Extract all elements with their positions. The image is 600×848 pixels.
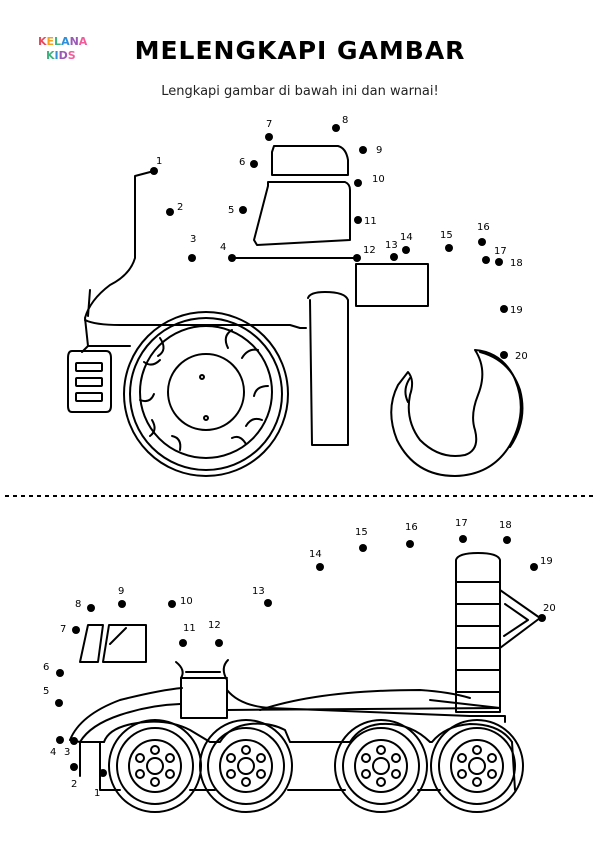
tractor-dot-14 (402, 246, 410, 254)
truck-num-9: 9 (118, 586, 124, 597)
tractor-num-1: 1 (156, 156, 162, 167)
tractor-num-9: 9 (376, 145, 382, 156)
truck-dot-4 (56, 736, 64, 744)
tractor-num-15: 15 (440, 230, 453, 241)
truck-dot-7 (72, 626, 80, 634)
tractor-drawing (67, 145, 524, 477)
tractor-num-2: 2 (177, 202, 183, 213)
truck-num-3: 3 (64, 747, 70, 758)
tractor-dot-6 (250, 160, 258, 168)
page-subtitle: Lengkapi gambar di bawah ini dan warnai! (161, 84, 439, 99)
kelana-kids-logo: KELANA KIDS (38, 35, 88, 68)
truck-dot-10 (168, 600, 176, 608)
tractor-dot-20 (500, 351, 508, 359)
truck-dot-12 (215, 639, 223, 647)
truck-dot-6 (56, 669, 64, 677)
truck-drawing (69, 552, 541, 813)
page-title: MELENGKAPI GAMBAR (134, 36, 466, 65)
tractor-num-6: 6 (239, 157, 245, 168)
tractor-num-12: 12 (363, 245, 376, 256)
truck-num-2: 2 (71, 779, 77, 790)
tractor-dot-13 (390, 253, 398, 261)
truck-num-19: 19 (540, 556, 553, 567)
truck-num-17: 17 (455, 518, 468, 529)
tractor-num-3: 3 (190, 234, 196, 245)
tractor-dot-9 (359, 146, 367, 154)
tractor-num-4: 4 (220, 242, 226, 253)
truck-num-16: 16 (405, 522, 418, 533)
tractor-num-19: 19 (510, 305, 523, 316)
tractor-num-14: 14 (400, 232, 413, 243)
tractor-num-20: 20 (515, 351, 528, 362)
tractor-num-8: 8 (342, 115, 348, 126)
truck-dot-13 (264, 599, 272, 607)
tractor-dot-16 (478, 238, 486, 246)
truck-num-8: 8 (75, 599, 81, 610)
truck-num-14: 14 (309, 549, 322, 560)
tractor-num-18: 18 (510, 258, 523, 269)
truck-dot-2 (70, 763, 78, 771)
tractor-dot-3 (188, 254, 196, 262)
truck-num-6: 6 (43, 662, 49, 673)
truck-num-5: 5 (43, 686, 49, 697)
tractor-num-5: 5 (228, 205, 234, 216)
truck-num-13: 13 (252, 586, 265, 597)
truck-numbers: 1 2 3 4 5 6 7 8 9 10 11 12 13 14 15 16 1… (43, 518, 556, 799)
truck-num-1: 1 (94, 788, 100, 799)
truck-dot-11 (179, 639, 187, 647)
truck-dot-18 (503, 536, 511, 544)
tractor-dot-8 (332, 124, 340, 132)
truck-dots (55, 535, 546, 777)
tractor-num-17: 17 (494, 246, 507, 257)
tractor-dot-18 (495, 258, 503, 266)
truck-dot-9 (118, 600, 126, 608)
truck-num-15: 15 (355, 527, 368, 538)
tractor-dots (150, 124, 508, 359)
truck-dot-8 (87, 604, 95, 612)
tractor-dot-15 (445, 244, 453, 252)
tractor-dot-17 (482, 256, 490, 264)
truck-dot-1 (99, 769, 107, 777)
truck-dot-15 (359, 544, 367, 552)
logo-line-2: KIDS (46, 49, 76, 62)
tractor-dot-1 (150, 167, 158, 175)
truck-num-20: 20 (543, 603, 556, 614)
truck-num-10: 10 (180, 596, 193, 607)
tractor-dot-11 (354, 216, 362, 224)
tractor-num-13: 13 (385, 240, 398, 251)
tractor-num-16: 16 (477, 222, 490, 233)
tractor-dot-10 (354, 179, 362, 187)
truck-dot-19 (530, 563, 538, 571)
truck-dot-3 (70, 737, 78, 745)
truck-dot-16 (406, 540, 414, 548)
truck-dot-5 (55, 699, 63, 707)
truck-num-7: 7 (60, 624, 66, 635)
truck-num-18: 18 (499, 520, 512, 531)
tractor-num-7: 7 (266, 119, 272, 130)
logo-line-1: KELANA (38, 35, 88, 48)
truck-num-4: 4 (50, 747, 56, 758)
tractor-dot-2 (166, 208, 174, 216)
tractor-dot-4 (228, 254, 236, 262)
truck-num-12: 12 (208, 620, 221, 631)
tractor-dot-5 (239, 206, 247, 214)
tractor-num-11: 11 (364, 216, 377, 227)
tractor-num-10: 10 (372, 174, 385, 185)
truck-dot-20 (538, 614, 546, 622)
tractor-dot-19 (500, 305, 508, 313)
tractor-dot-12 (353, 254, 361, 262)
truck-dot-14 (316, 563, 324, 571)
truck-num-11: 11 (183, 623, 196, 634)
truck-dot-17 (459, 535, 467, 543)
tractor-numbers: 1 2 3 4 5 6 7 8 9 10 11 12 13 14 15 16 1… (156, 115, 528, 362)
tractor-dot-7 (265, 133, 273, 141)
